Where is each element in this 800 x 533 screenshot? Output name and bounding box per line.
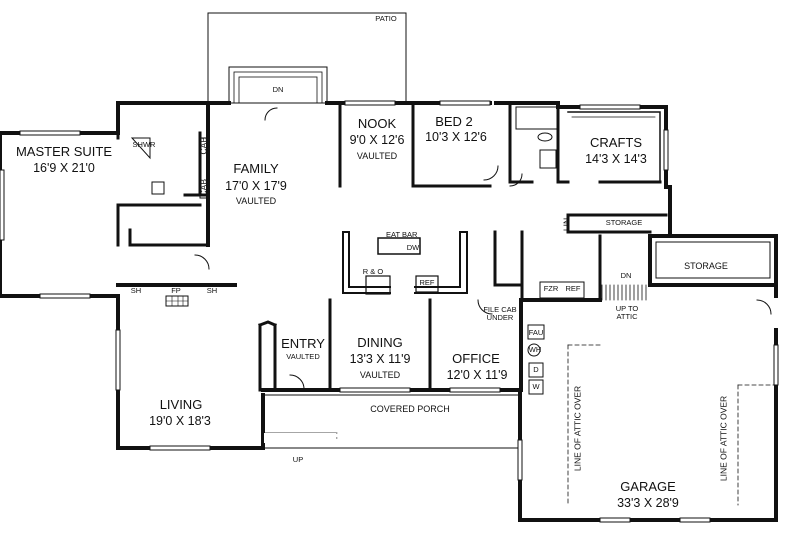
water-heater [527,343,541,357]
patio-dn-label: DN [272,85,284,94]
garage-name: GARAGE [620,479,676,494]
living-name: LIVING [159,397,203,412]
wall-gaps [264,433,336,443]
range-oven [365,275,391,295]
dryer [528,362,544,378]
attic-lines [567,344,777,506]
master-toilet [151,181,165,195]
windows [0,100,779,523]
entry-name: ENTRY [281,336,325,351]
cab-upper-label: CAB [198,136,209,155]
covered-porch-label: COVERED PORCH [370,404,450,414]
fp-label: FP [171,286,181,295]
bed2-toilet [539,149,557,169]
wh-label: WH [528,345,542,354]
utility-fridge-freezer [539,281,585,299]
dw-label: DW [406,243,420,252]
nook-name: NOOK [357,116,397,131]
dining-note: VAULTED [359,370,401,380]
entry-note: VAULTED [286,352,320,361]
bed2-dims: 10'3 X 12'6 [425,130,487,144]
attic-left-label: LINE OF ATTIC OVER [572,385,583,472]
sh-left-label: SH [130,286,142,295]
fau-unit [527,324,545,340]
garage-dims: 33'3 X 28'9 [617,496,679,510]
crafts-name: CRAFTS [590,135,642,150]
ref-kitchen-label: REF [419,278,435,287]
dining-dims: 13'3 X 11'9 [349,352,411,366]
tub [515,106,559,130]
cab-lower-label: CAB [198,178,209,197]
kitchen-counters [342,231,468,294]
office-dims: 12'0 X 11'9 [446,368,508,382]
ref-utility-label: REF [565,284,581,293]
fzr-label: FZR [543,284,559,293]
master-suite-dims: 16'9 X 21'0 [33,161,95,175]
nook-dims: 9'0 X 12'6 [349,133,405,147]
file-cab-label: FILE CAB UNDER [483,305,517,322]
family-name: FAMILY [233,161,279,176]
bed2-sink [537,132,553,142]
porch-outline [262,394,521,449]
family-dims: 17'0 X 17'9 [225,179,287,193]
porch-up-label: UP [292,455,304,464]
kitchen-fridge [415,275,439,293]
living-dims: 19'0 X 18'3 [149,414,211,428]
patio-label: PATIO [375,14,397,23]
door-swings [194,107,772,390]
stairs-dn-label: DN [620,271,632,280]
d-label: D [533,365,539,374]
sh-right-label: SH [206,286,218,295]
shwr-label: SHWR [132,140,156,149]
lin-label: LIN [561,217,572,232]
storage-right-label: STORAGE [684,261,728,271]
office-name: OFFICE [452,351,500,366]
bed2-name: BED 2 [435,114,473,129]
washer [528,379,544,395]
shower-outline [130,137,151,160]
family-note: VAULTED [235,196,277,206]
attic-right-label: LINE OF ATTIC OVER [718,395,729,482]
master-cabinet [199,137,209,199]
patio-outline [207,12,407,104]
master-suite-name: MASTER SUITE [15,144,113,159]
crafts-dims: 14'3 X 14'3 [585,152,647,166]
dining-name: DINING [357,335,403,350]
w-label: W [532,382,540,391]
storage-upper-label: STORAGE [605,218,643,227]
eat-bar-island [377,237,421,255]
up-to-attic-label: UP TO ATTIC [615,304,639,321]
nook-note: VAULTED [356,151,398,161]
storage-right-box [655,241,771,279]
stairs [601,284,647,301]
fau-label: FAU [528,328,544,337]
eat-bar-label: EAT BAR [386,230,418,239]
r-o-label: R & O [362,267,384,276]
